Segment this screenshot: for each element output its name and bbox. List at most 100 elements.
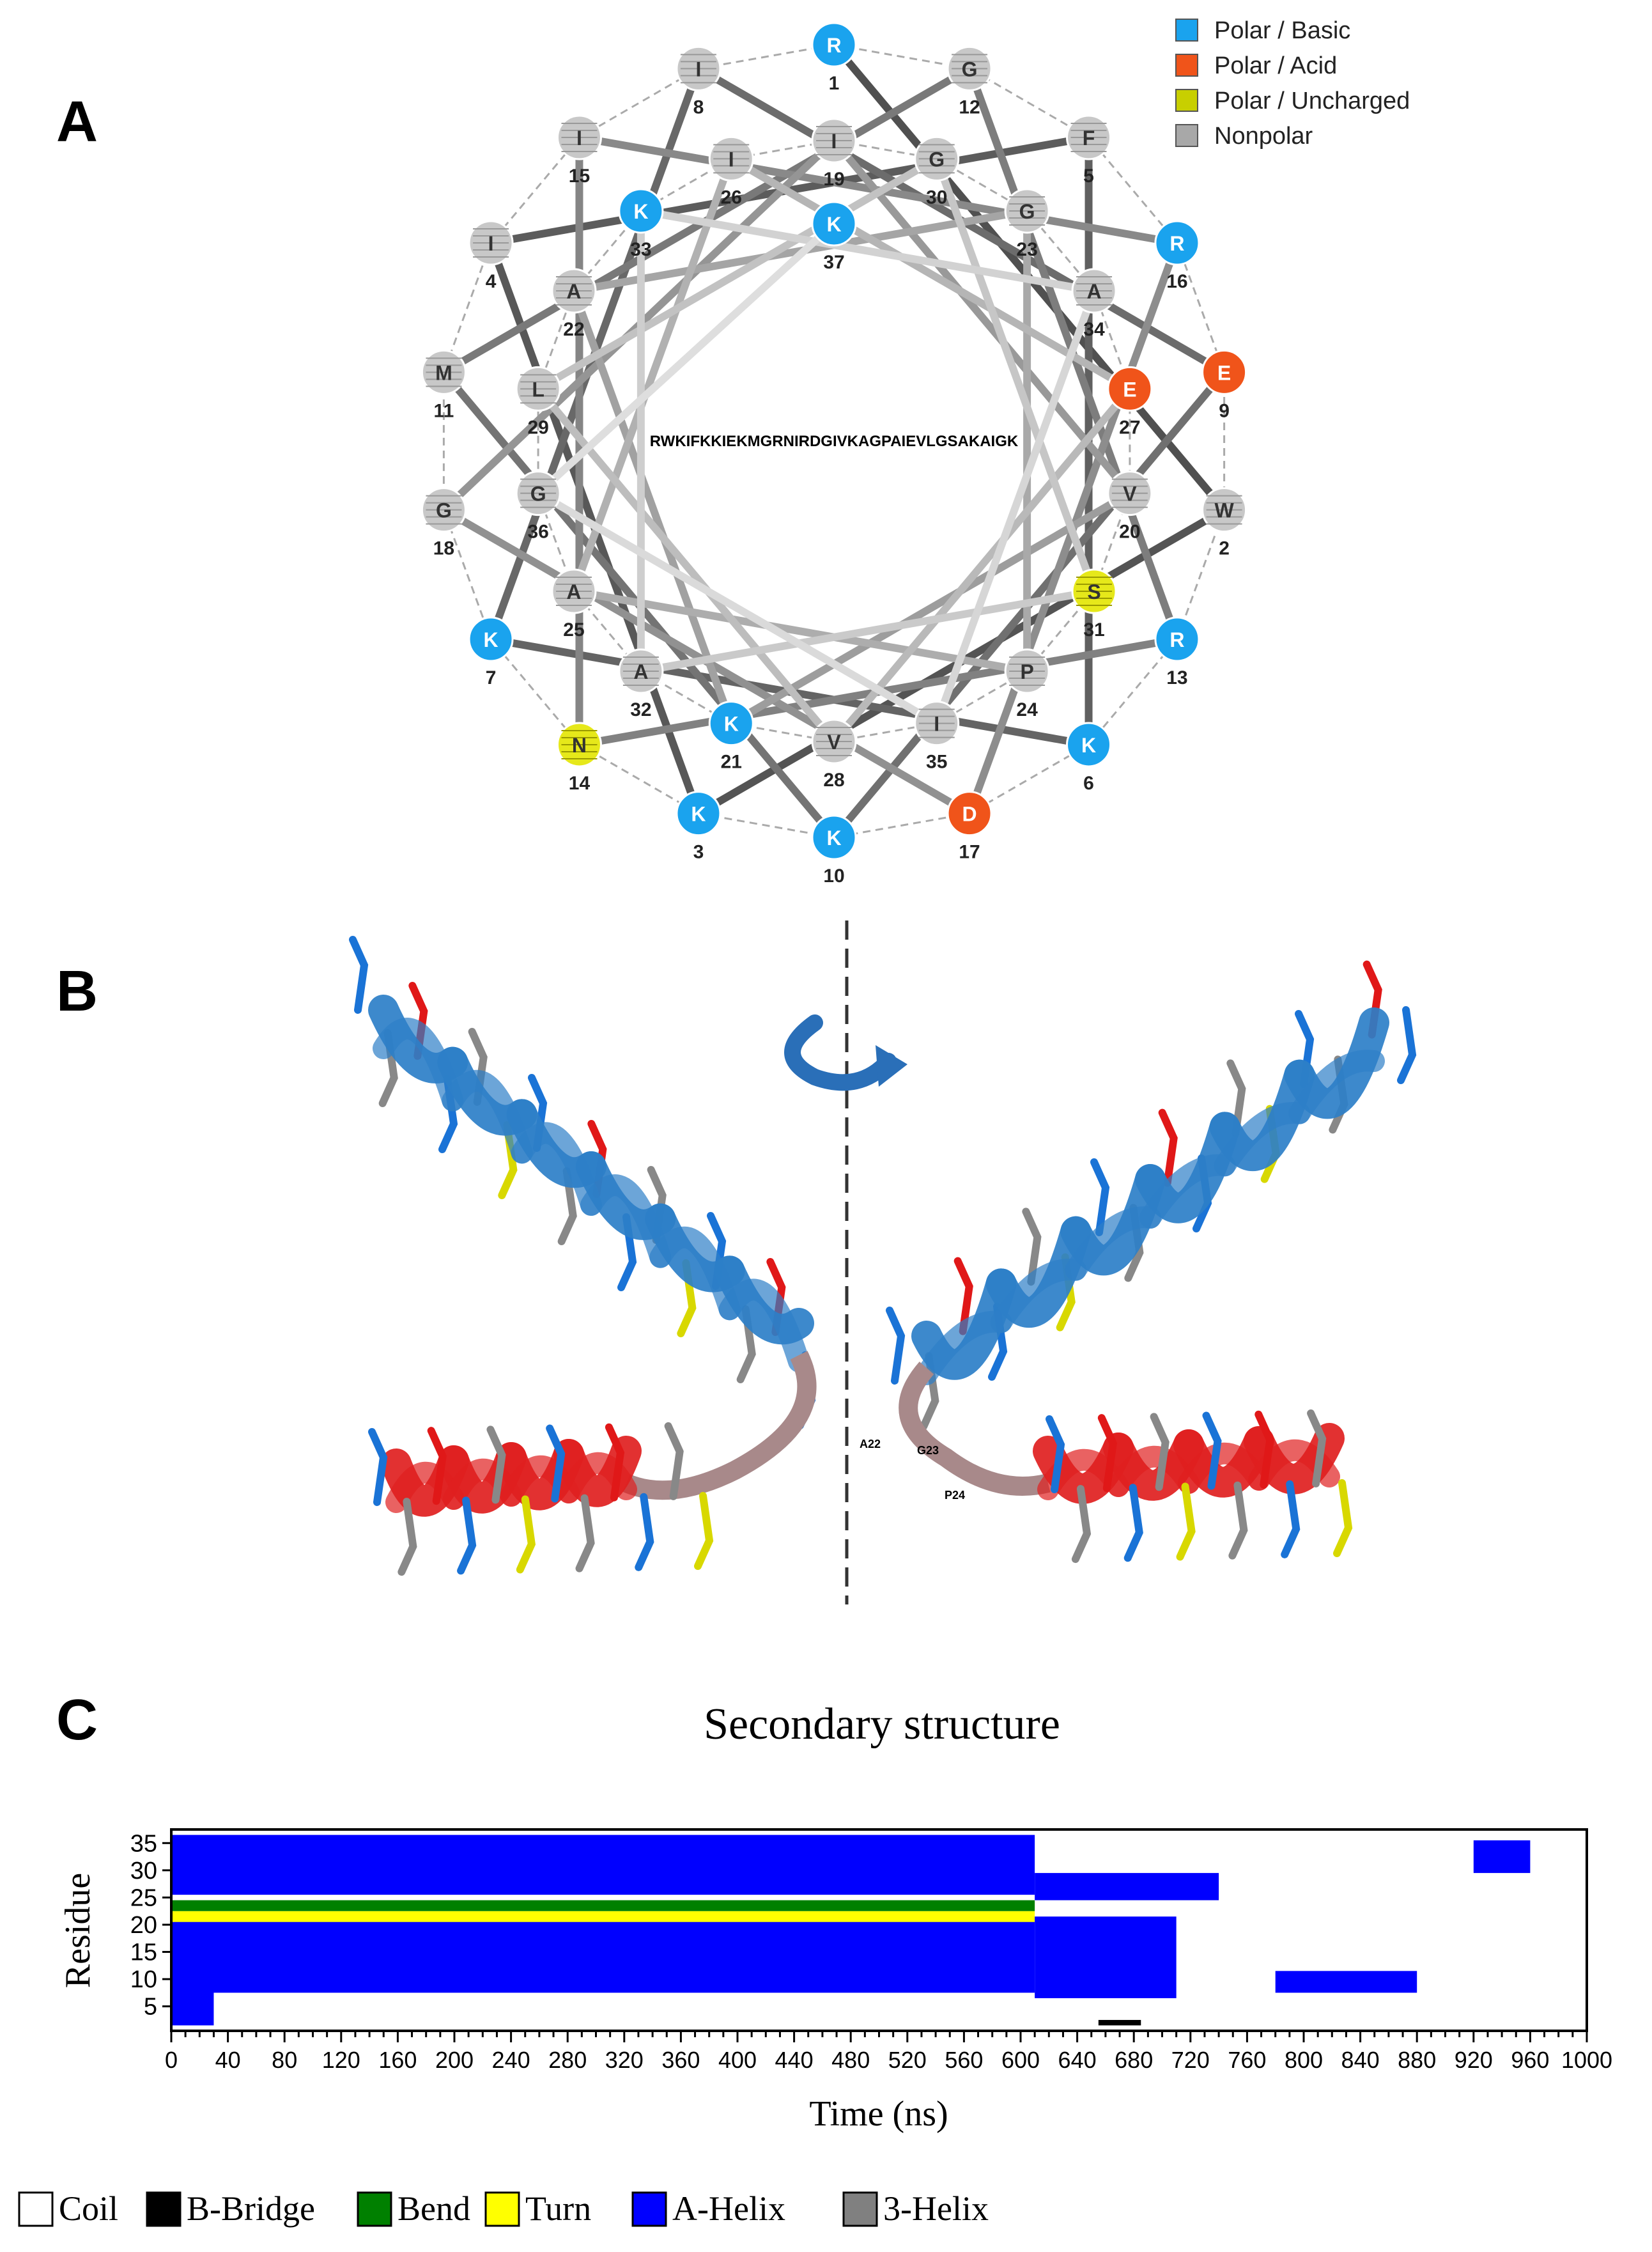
x-tick-label: 880 (1398, 2047, 1436, 2073)
x-axis-label: Time (ns) (809, 2094, 948, 2134)
wheel-residue-number: 21 (721, 752, 742, 773)
wheel-bond (932, 155, 1099, 595)
peptide-structure: A22 G23 P24 (349, 920, 1417, 1604)
wheel-residue-number: 37 (823, 252, 844, 273)
x-tick-label: 760 (1228, 2047, 1266, 2073)
heat-region-bend (171, 1900, 1035, 1911)
wheel-residue-number: 30 (926, 187, 947, 208)
wheel-residue-number: 34 (1083, 319, 1105, 340)
wheel-residue-23: G 23 (1004, 188, 1050, 260)
chart-legend-item: B-Bridge (146, 2189, 315, 2228)
helix-left (349, 936, 817, 1576)
wheel-residue-22: A22 (551, 268, 597, 340)
svg-text:Polar / Basic: Polar / Basic (1214, 17, 1350, 44)
svg-text:Nonpolar: Nonpolar (1214, 123, 1313, 150)
wheel-residue-2: W2 (1201, 487, 1247, 559)
wheel-residue-letter: I (576, 127, 582, 150)
heat-region-turn (171, 1911, 1035, 1922)
chart-legend-item: Coil (18, 2189, 118, 2228)
wheel-bond (569, 155, 736, 595)
wheel-residue-number: 36 (527, 522, 548, 543)
svg-text:Turn: Turn (525, 2189, 591, 2228)
wheel-residue-12: G12 (946, 45, 992, 118)
wheel-residue-19: I19 (811, 118, 857, 190)
wheel-residue-28: V28 (811, 718, 857, 791)
wheel-residue-letter: K (484, 628, 498, 651)
wheel-residue-letter: K (633, 200, 648, 223)
wheel-residue-9: E9 (1201, 349, 1247, 421)
y-tick-label: 30 (130, 1858, 157, 1884)
x-tick-label: 0 (165, 2047, 178, 2073)
x-tick-label: 560 (945, 2047, 983, 2073)
wheel-residue-letter: A (566, 280, 581, 303)
wheel-residue-8: I8 (675, 45, 722, 118)
y-tick-label: 20 (130, 1912, 157, 1939)
wheel-residue-24: P24 (1004, 648, 1050, 720)
wheel-bond (727, 155, 1134, 393)
wheel-residue-number: 2 (1219, 538, 1230, 559)
x-tick-label: 680 (1115, 2047, 1153, 2073)
wheel-residue-letter: N (572, 734, 587, 757)
x-tick-label: 320 (605, 2047, 644, 2073)
wheel-residue-letter: I (488, 232, 494, 255)
left-n-terminal-helix (368, 995, 814, 1372)
wheel-residue-letter: E (1217, 361, 1231, 384)
wheel-residue-26: I26 (708, 136, 754, 208)
wheel-residue-letter: L (532, 378, 544, 401)
heat-region-a-helix (171, 1987, 214, 2026)
wheel-residue-33: K33 (618, 188, 664, 260)
wheel-bond (830, 385, 1134, 745)
wheel-residue-letter: S (1087, 580, 1100, 603)
wheel-residue-number: 20 (1119, 522, 1140, 543)
wheel-bond (932, 287, 1099, 727)
wheel-residue-letter: E (1123, 378, 1136, 401)
left-side-chains-lower (368, 1422, 714, 1576)
wheel-residue-number: 9 (1219, 400, 1230, 421)
svg-text:Polar / Uncharged: Polar / Uncharged (1214, 88, 1410, 114)
wheel-residue-letter: W (1214, 499, 1234, 522)
helix-right (886, 960, 1417, 1564)
chart-legend-item: A-Helix (631, 2189, 785, 2228)
wheel-residue-number: 13 (1166, 667, 1187, 688)
wheel-residue-3: K3 (675, 791, 722, 863)
helical-wheel: R1W2K3I4F5K6K7I8E9K10M11G12R13N14I15R16D… (421, 17, 1410, 887)
wheel-residue-5: F5 (1066, 114, 1112, 187)
wheel-residue-number: 24 (1016, 699, 1038, 720)
wheel-residue-1: R1 (811, 22, 857, 94)
wheel-bond (534, 155, 941, 393)
wheel-residue-letter: G (1019, 200, 1035, 223)
wheel-residue-29: L29 (515, 366, 561, 438)
x-tick-label: 920 (1455, 2047, 1493, 2073)
wheel-residue-34: A 34 (1071, 268, 1117, 340)
wheel-residue-letter: A (1086, 280, 1101, 303)
residue-label-a22: A22 (860, 1438, 881, 1450)
wheel-residue-letter: F (1083, 127, 1095, 150)
wheel-residue-letter: G (530, 483, 546, 506)
wheel-residue-letter: G (436, 499, 452, 522)
y-axis-label: Residue (58, 1873, 98, 1988)
svg-text:3-Helix: 3-Helix (883, 2189, 989, 2228)
chart-title: Secondary structure (704, 1700, 1060, 1749)
chart-legend-item: Turn (484, 2189, 591, 2228)
wheel-residue-letter: D (962, 803, 977, 826)
wheel-residue-letter: K (826, 827, 841, 850)
wheel-residue-21: K21 (708, 701, 754, 773)
heat-region-a-helix (1035, 1873, 1219, 1900)
x-tick-label: 800 (1285, 2047, 1323, 2073)
svg-text:Polar / Acid: Polar / Acid (1214, 52, 1337, 79)
wheel-residue-letter: M (435, 361, 452, 384)
svg-text:B-Bridge: B-Bridge (187, 2189, 315, 2228)
wheel-residue-13: R13 (1154, 616, 1200, 688)
wheel-residue-number: 18 (433, 538, 454, 559)
heat-region-b-bridge (1098, 2019, 1141, 2026)
wheel-residue-32: A32 (618, 648, 664, 720)
wheel-residue-16: R16 (1154, 220, 1200, 292)
wheel-legend-item: Polar / Basic (1175, 17, 1350, 44)
wheel-residue-number: 27 (1119, 417, 1140, 438)
wheel-residue-letter: V (1123, 483, 1137, 506)
x-tick-label: 400 (718, 2047, 757, 2073)
wheel-residue-number: 23 (1016, 239, 1037, 260)
